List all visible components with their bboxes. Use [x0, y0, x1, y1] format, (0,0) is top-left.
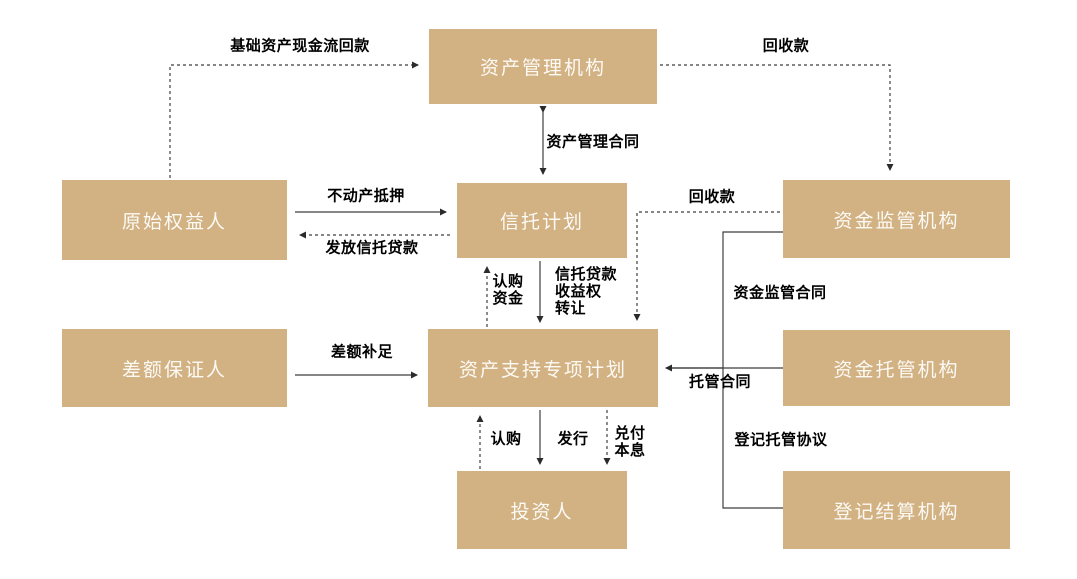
- node-deficiency-guarantor-label: 差额保证人: [121, 359, 227, 381]
- node-original-equity-holder: 原始权益人: [62, 180, 287, 260]
- node-abs-special-plan: 资产支持专项计划: [428, 329, 658, 407]
- edge-cashflow-return: [169, 61, 419, 178]
- node-abs-special-plan-label: 资产支持专项计划: [458, 359, 627, 381]
- label-return-top: 回收款: [762, 37, 810, 55]
- label-trust-loan: 发放信托贷款: [325, 239, 419, 257]
- label-subscribe: 认购: [490, 430, 522, 448]
- node-asset-management-label: 资产管理机构: [479, 58, 606, 79]
- node-trust-plan: 信托计划: [457, 183, 627, 258]
- label-repay: 兑付 本息: [614, 425, 646, 459]
- node-fund-supervision: 资金监管机构: [783, 180, 1010, 258]
- label-deficiency: 差额补足: [330, 343, 394, 361]
- node-registration-settlement: 登记结算机构: [783, 471, 1010, 549]
- node-original-equity-holder-label: 原始权益人: [121, 211, 227, 233]
- node-registration-settlement-label: 登记结算机构: [833, 501, 960, 523]
- edge-return-mid: [633, 211, 780, 321]
- label-subscribe-funds: 认购 资金: [492, 273, 524, 307]
- label-collateral: 不动产抵押: [327, 187, 405, 205]
- node-deficiency-guarantor: 差额保证人: [62, 329, 287, 407]
- node-asset-management: 资产管理机构: [429, 29, 657, 104]
- label-mgmt-contract: 资产管理合同: [546, 133, 640, 151]
- node-fund-supervision-label: 资金监管机构: [833, 210, 960, 232]
- edge-service-trunk: [666, 231, 783, 509]
- label-custody-contract: 托管合同: [688, 373, 752, 391]
- label-cashflow-return: 基础资产现金流回款: [230, 37, 370, 55]
- node-investor-label: 投资人: [510, 501, 574, 523]
- edge-return-top: [660, 64, 894, 171]
- label-return-mid: 回收款: [688, 188, 736, 206]
- node-investor: 投资人: [457, 471, 627, 549]
- node-trust-plan-label: 信托计划: [499, 212, 584, 233]
- label-issue: 发行: [557, 430, 589, 448]
- node-fund-custody-label: 资金托管机构: [833, 359, 960, 381]
- node-fund-custody: 资金托管机构: [783, 330, 1010, 406]
- label-registration-agreement: 登记托管协议: [734, 431, 828, 449]
- label-supervision-contract: 资金监管合同: [733, 284, 827, 302]
- label-beneficiary-transfer: 信托贷款 收益权 转让: [555, 266, 618, 317]
